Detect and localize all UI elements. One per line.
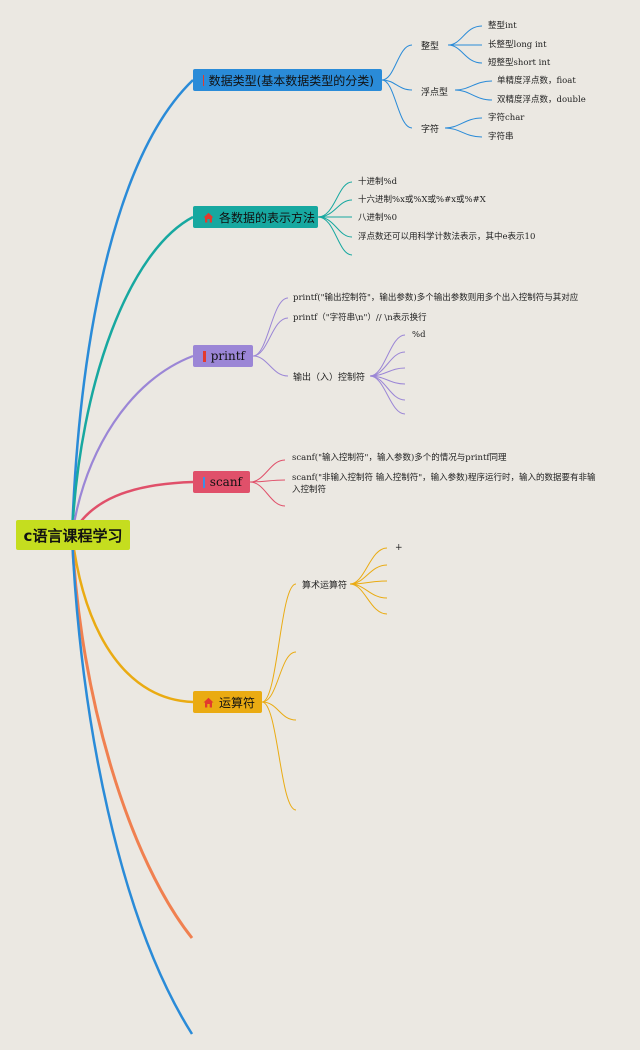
leaf-string[interactable]: 字符串 xyxy=(488,132,514,142)
root-label: c语言课程学习 xyxy=(23,526,123,545)
branch-operators[interactable]: 运算符 xyxy=(193,691,262,713)
link-root-blue xyxy=(70,534,194,1035)
leaf-scanf-1[interactable]: scanf("输入控制符"，输入参数)多个的情况与printf同理 xyxy=(292,453,507,463)
leaf-char[interactable]: 字符char xyxy=(488,113,525,123)
sub-output-control[interactable]: 输出（入）控制符 xyxy=(293,373,366,383)
leaf-printf-2[interactable]: printf（"字符串\n"）// \n表示换行 xyxy=(293,313,427,323)
leaf-hex[interactable]: 十六进制%x或%X或%#x或%#X xyxy=(358,195,486,205)
leaf-long-int[interactable]: 长整型long int xyxy=(488,40,547,50)
branch-scanf[interactable]: scanf xyxy=(193,471,250,493)
leaf-octal[interactable]: 八进制%0 xyxy=(358,213,397,223)
branch-label: 运算符 xyxy=(219,695,256,710)
flag-icon xyxy=(203,350,206,362)
branch-data-types[interactable]: 数据类型(基本数据类型的分类) xyxy=(193,69,382,91)
sub-float[interactable]: 浮点型 xyxy=(421,88,449,98)
sub-integer[interactable]: 整型 xyxy=(421,42,440,52)
branch-label: scanf xyxy=(209,475,242,489)
leaf-decimal[interactable]: 十进制%d xyxy=(358,177,398,187)
home-icon xyxy=(203,212,214,223)
link-root-b1 xyxy=(70,79,194,536)
leaf-scanf-2[interactable]: scanf("非输入控制符 输入控制符"，输入参数)程序运行时，输入的数据要有非… xyxy=(292,473,596,483)
branch-label: 各数据的表示方法 xyxy=(219,210,316,225)
sub-char[interactable]: 字符 xyxy=(421,125,440,135)
link-root-b3 xyxy=(70,354,194,536)
leaf-scanf-2b[interactable]: 入控制符 xyxy=(292,485,327,495)
sub-arithmetic[interactable]: 算术运算符 xyxy=(302,581,348,591)
leaf-short-int[interactable]: 短整型short int xyxy=(488,58,551,68)
square-icon xyxy=(203,476,205,488)
flag-icon xyxy=(203,74,204,86)
leaf-plus[interactable]: + xyxy=(395,543,403,553)
branch-label: printf xyxy=(210,349,245,363)
branch-representation[interactable]: 各数据的表示方法 xyxy=(193,206,318,228)
leaf-scientific[interactable]: 浮点数还可以用科学计数法表示，其中e表示10 xyxy=(358,232,536,242)
leaf-int[interactable]: 整型int xyxy=(488,21,517,31)
leaf-printf-1[interactable]: printf("输出控制符"，输出参数)多个输出参数则用多个出入控制符与其对应 xyxy=(293,293,579,303)
leaf-percent-d[interactable]: %d xyxy=(412,330,426,340)
branch-printf[interactable]: printf xyxy=(193,345,253,367)
link-root-b2 xyxy=(70,215,194,536)
root-node[interactable]: c语言课程学习 xyxy=(16,520,130,550)
leaf-fioat[interactable]: 单精度浮点数，fioat xyxy=(497,76,576,86)
home-icon xyxy=(203,697,214,708)
link-root-orange xyxy=(70,534,194,939)
branch-label: 数据类型(基本数据类型的分类) xyxy=(208,73,374,88)
link-root-b5 xyxy=(70,534,194,704)
leaf-double[interactable]: 双精度浮点数，double xyxy=(497,95,586,105)
